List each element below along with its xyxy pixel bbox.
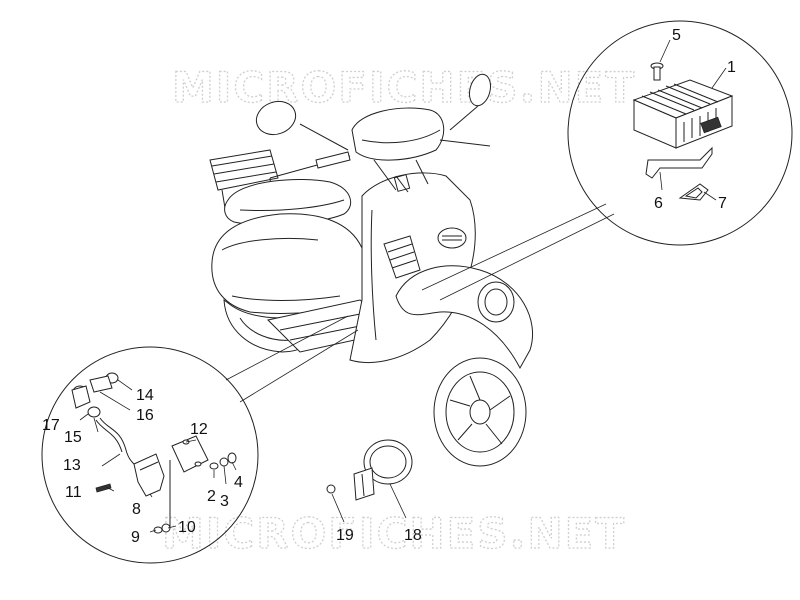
- callout-6: 6: [654, 195, 663, 212]
- callout-18: 18: [404, 527, 422, 544]
- callout-10: 10: [178, 519, 196, 536]
- pickup-8: [133, 453, 165, 497]
- callout-1: 1: [727, 59, 736, 76]
- nut-19: [326, 484, 336, 494]
- leader-lines: [79, 39, 727, 533]
- watermark-bottom: MICROFICHES.NET: [162, 509, 626, 558]
- callout-7: 7: [718, 195, 727, 212]
- voltage-regulator: [632, 79, 734, 149]
- callout-2: 2: [207, 488, 216, 505]
- callout-11: 11: [65, 484, 82, 501]
- clamp-18: [353, 439, 413, 501]
- callout-12: 12: [190, 421, 208, 438]
- callout-13: 13: [63, 457, 81, 474]
- callout-3: 3: [220, 493, 229, 510]
- callout-4: 4: [234, 474, 243, 491]
- scooter-illustration: [209, 73, 534, 467]
- callout-15: 15: [64, 429, 82, 446]
- callout-17: 17: [42, 417, 60, 434]
- callout-5: 5: [672, 27, 681, 44]
- callout-9: 9: [131, 529, 140, 546]
- callout-8: 8: [132, 501, 141, 518]
- screw-11: [95, 483, 112, 493]
- connector-assembly: [71, 372, 141, 469]
- callout-14: 14: [136, 387, 154, 404]
- bracket-6: [645, 146, 713, 179]
- detail-circle-regulator: [567, 20, 793, 246]
- detail-circle-pickup: [41, 346, 259, 564]
- screw-5: [650, 62, 664, 81]
- watermark-top: MICROFICHES.NET: [172, 63, 636, 112]
- callout-16: 16: [136, 407, 154, 424]
- callout-19: 19: [336, 527, 354, 544]
